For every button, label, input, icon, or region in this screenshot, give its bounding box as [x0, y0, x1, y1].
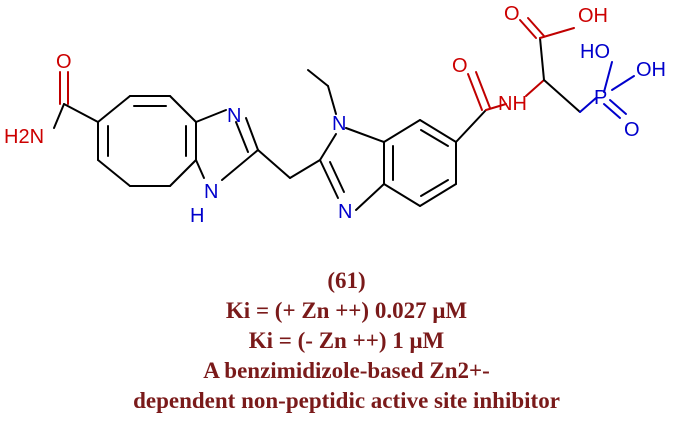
- atom-amide-nitrogen: H2N: [4, 126, 44, 148]
- atom-phosphorus: P: [594, 87, 607, 109]
- atom-amide2-nh: NH: [498, 93, 527, 115]
- atom-bzim1-nh-h: H: [190, 205, 204, 227]
- ki-with-zinc: Ki = (+ Zn ++) 0.027 μM: [225, 298, 468, 323]
- description-line-1: A benzimidizole-based Zn2+-: [203, 358, 490, 383]
- atom-bzim2-n3: N: [338, 201, 352, 223]
- left-carboxamide: [53, 71, 99, 129]
- ki-without-zinc: Ki = (- Zn ++) 1 μM: [248, 328, 445, 353]
- atom-amide-oxygen: O: [56, 51, 72, 73]
- atom-amide2-oxygen: O: [452, 55, 468, 77]
- description-line-2: dependent non-peptidic active site inhib…: [133, 388, 560, 413]
- atom-phosphonate-hydroxyl-left: HO: [580, 41, 610, 63]
- left-benzene-ring: [97, 95, 197, 187]
- right-amide: [455, 71, 545, 143]
- atom-acid-oxygen: O: [504, 3, 520, 25]
- compound-number: (61): [327, 268, 366, 293]
- atom-bzim2-n1: N: [332, 113, 346, 135]
- atom-acid-hydroxyl: OH: [578, 5, 608, 27]
- atom-bzim1-nh-n: N: [204, 181, 218, 203]
- atom-phosphonate-hydroxyl-right: OH: [636, 59, 666, 81]
- atom-phosphonate-oxygen: O: [624, 119, 640, 141]
- right-benzene-ring: [383, 119, 457, 207]
- left-imidazole-ring: [195, 109, 259, 181]
- molecule-structure: O H2N N N H N N O NH O OH HO OH P O: [4, 3, 666, 227]
- phosphonoalanine-backbone: [519, 17, 597, 113]
- right-imidazole-ring: [319, 85, 385, 211]
- methylene-linker-2: [289, 159, 321, 179]
- atom-bzim1-n3: N: [227, 105, 241, 127]
- methylene-linker: [257, 149, 291, 179]
- compound-caption: (61) Ki = (+ Zn ++) 0.027 μM Ki = (- Zn …: [0, 266, 693, 416]
- phosphonate-group: [603, 61, 635, 119]
- n-methyl: [307, 69, 329, 87]
